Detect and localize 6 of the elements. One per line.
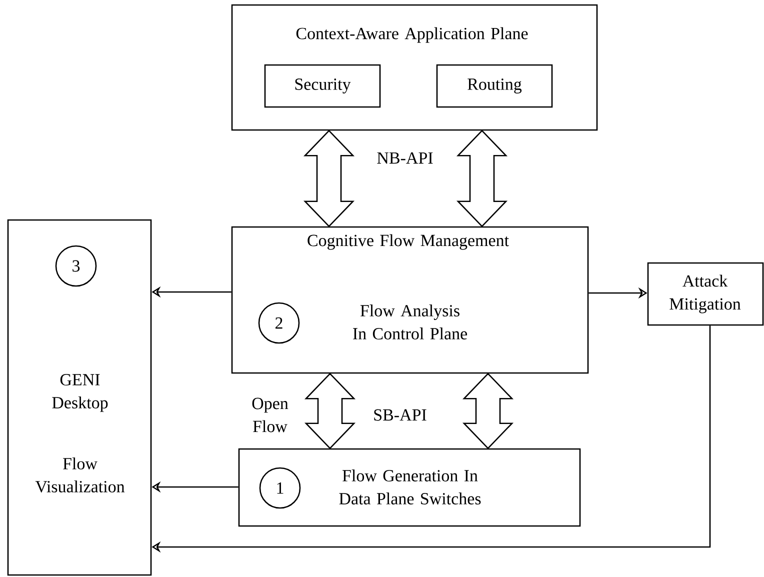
- process-box: Attack Mitigation: [647, 262, 764, 326]
- edge-label: NB-API: [377, 152, 433, 164]
- process-box: Security: [264, 64, 381, 108]
- edge-label: SB-API: [374, 409, 426, 421]
- edge-label: Open Flow: [252, 398, 288, 432]
- process-box: Routing: [436, 64, 553, 108]
